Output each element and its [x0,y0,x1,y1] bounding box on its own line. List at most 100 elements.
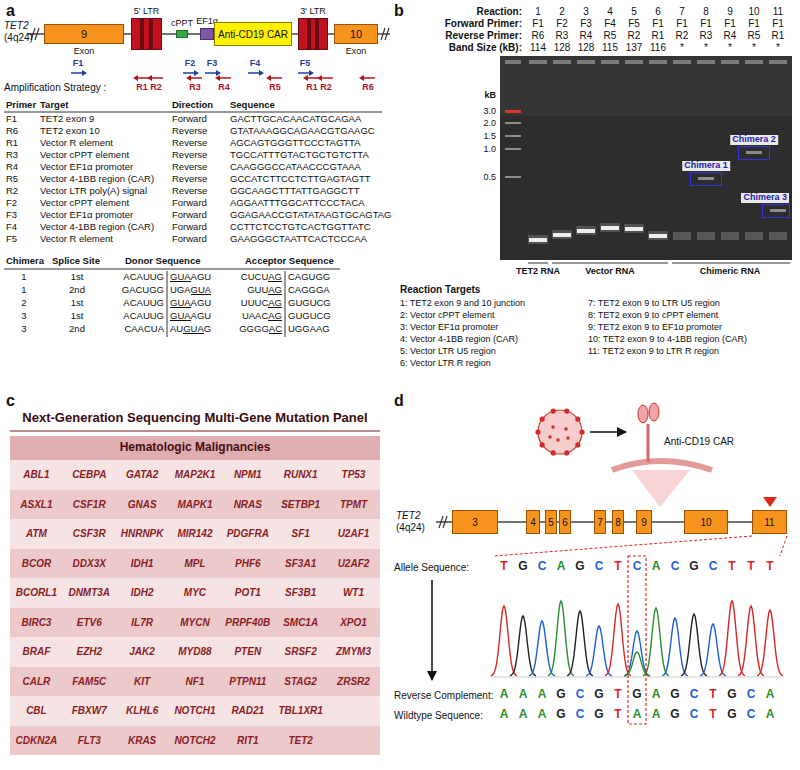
gene-locus: TET2 [396,510,420,522]
chromatogram-peak [491,606,517,676]
primer-arrow-head [317,75,322,81]
table-cell: R3 [6,150,18,161]
gene-name: MAP2K1 [169,469,222,480]
node-label: 4 [530,517,536,528]
exon-label: Exon [74,46,95,56]
sequence-row-label: Reverse Complement: [394,690,493,702]
table-cell: R5 [6,174,18,185]
base-letter: T [614,688,621,702]
target-item: 8: TET2 exon 9 to cPPT element [588,310,718,320]
gene-locus: (4q24) [396,522,425,534]
table-cell: GGAGAACCGTATATAAGTGCAGTAG [230,210,392,221]
virus-spike [551,409,556,414]
base-letter: A [652,560,661,574]
primer-label: F4 [250,58,261,68]
primer-arrow [364,77,375,79]
lane-cell: 137 [626,42,643,54]
table-cell: GGCAAGCTTTATTGAGGCTT [230,186,359,197]
table-header: Target [40,100,68,111]
ladder-band [505,135,521,137]
lane-cell: F1 [652,18,664,30]
gene-row: BIRC3ETV6IL7RMYCNPRPF40BSMC1AXPO1 [10,608,380,638]
splice-cell: GACUGG [122,285,164,296]
splice-cell: UGGAAG [288,324,330,335]
splice-cell: 1st [71,272,84,283]
base-letter: A [519,708,528,722]
lane-cell: R4 [580,30,593,42]
gene-row: BCORL1DNMT3AIDH2MYCPOT1SF3B1WT1 [10,578,380,608]
gel-well [697,60,715,64]
lane-cell: 128 [578,42,595,54]
node-label: 8 [615,517,621,528]
gene-name: GATA2 [116,469,169,480]
table-cell: Forward [172,234,207,245]
panel-title: Next-Generation Sequencing Multi-Gene Mu… [22,411,367,426]
primer-arrow [152,77,163,79]
base-letter: A [766,708,775,722]
table-cell: Reverse [172,138,207,149]
base-letter: G [632,688,641,702]
break-mark [443,516,447,528]
exon-box: 10 [684,510,728,534]
base-letter: T [500,560,507,574]
gene-row: BCORDDX3XIDH1MPLPHF6SF3A1U2AF2 [10,549,380,579]
primer-label: F5 [300,58,311,68]
base-letter: C [709,560,718,574]
gene-name: JAK2 [116,646,169,657]
gene-name: TET2 [274,735,327,746]
table-cell: Vector EF1α promoter [40,162,133,173]
gene-name: SETBP1 [274,499,327,510]
gene-name: MPL [169,558,222,569]
exon-box: 4 [526,510,540,534]
gene-name: PTPN11 [221,676,274,687]
gel-smear [745,232,763,240]
gene-name: RAD21 [221,705,274,716]
lane-cell: 6 [655,6,661,18]
base-letter: A [519,688,528,702]
primer-arrow [271,77,282,79]
lane-cell: F1 [748,18,760,30]
table-cell: Reverse [172,126,207,137]
transduction-arrow [590,431,626,433]
node-label: 9 [81,28,87,40]
gel-smear [697,232,715,240]
primer-label: F2 [185,58,196,68]
connector-line [498,521,526,523]
gel-well [649,60,667,64]
gene-name: BCOR [10,558,63,569]
base-letter: C [595,560,604,574]
gene-row: CBLFBXW7KLHL6NOTCH1RAD21TBL1XR1 [10,696,380,726]
lane-cell: F1 [532,18,544,30]
gene-name: ABL1 [10,469,63,480]
table-cell: R6 [6,126,18,137]
gene-name: PHF6 [221,558,274,569]
base-letter: G [518,560,527,574]
gene-name: BCORL1 [10,587,63,598]
base-letter: C [538,560,547,574]
gene-name: IDH2 [116,587,169,598]
gel-band [577,229,595,233]
base-letter: G [689,560,698,574]
gel-band [553,233,571,237]
gel-band [770,209,786,212]
base-letter: T [709,708,716,722]
table-cell: TET2 exon 10 [40,126,100,137]
lane-cell: F1 [724,18,736,30]
lane-cell: R3 [700,30,713,42]
gene-row: CDKN2AFLT3KRASNOTCH2RIT1TET2 [10,726,380,756]
base-letter: G [670,708,679,722]
table-cell: F3 [6,210,17,221]
lane-cell: * [776,42,780,54]
gene-name: NOTCH2 [169,735,222,746]
break-mark [439,516,443,528]
table-cell: GAAGGGCTAATTCACTCCCAA [230,234,367,245]
gel-well [505,60,521,64]
gel-well [769,60,787,64]
underline-mark [268,294,282,295]
splice-cell: GUGUCG [288,298,331,309]
base-letter: G [575,560,584,574]
virus-spike [564,450,569,455]
primer-arrow [183,72,194,74]
node-heading: 3' LTR [300,7,326,17]
base-letter: A [500,688,509,702]
